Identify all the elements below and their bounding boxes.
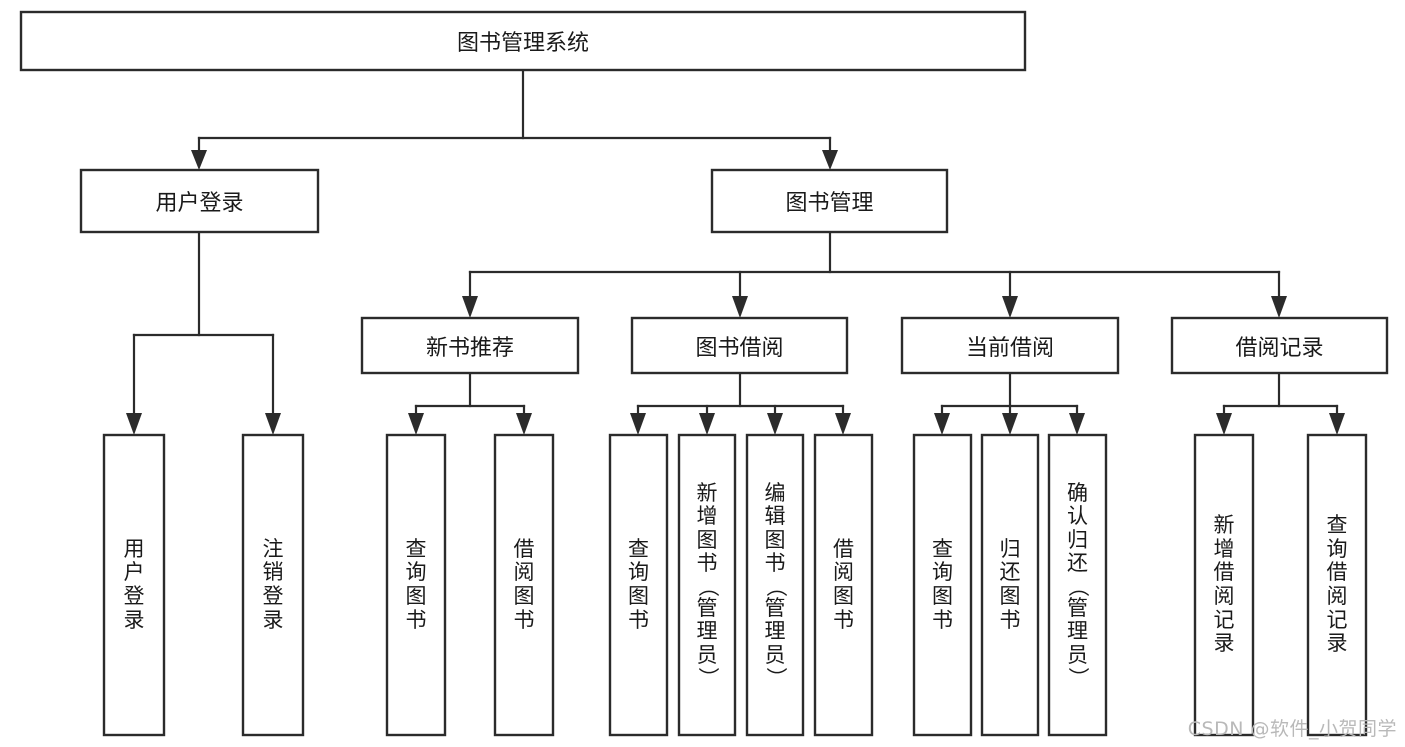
- node-box-leaf-query-book-1[interactable]: [385, 433, 447, 737]
- csdn-watermark: CSDN @软件_小贺同学: [1187, 718, 1397, 740]
- node-box-leaf-query-book-3[interactable]: [912, 433, 973, 737]
- node-box-leaf-query-book-2[interactable]: [608, 433, 669, 737]
- arrow-to-leaf-borrow-book-1: [516, 413, 532, 435]
- arrow-to-leaf-borrow-book-2: [835, 413, 851, 435]
- node-box-leaf-query-record[interactable]: [1306, 433, 1368, 737]
- node-box-new-book-recommend[interactable]: [360, 316, 580, 375]
- arrow-to-leaf-query-record: [1329, 413, 1345, 435]
- node-box-current-borrow[interactable]: [900, 316, 1120, 375]
- node-box-user-login[interactable]: [79, 168, 320, 234]
- node-box-book-manage[interactable]: [710, 168, 949, 234]
- node-box-leaf-logout-login[interactable]: [241, 433, 305, 737]
- arrow-to-leaf-query-book-2: [630, 413, 646, 435]
- arrow-to-leaf-query-book-3: [934, 413, 950, 435]
- arrow-to-leaf-edit-book: [767, 413, 783, 435]
- node-box-book-borrow[interactable]: [630, 316, 849, 375]
- arrow-to-leaf-add-record: [1216, 413, 1232, 435]
- node-box-root[interactable]: [19, 10, 1027, 72]
- node-box-leaf-borrow-book-1[interactable]: [493, 433, 555, 737]
- arrow-to-leaf-add-book: [699, 413, 715, 435]
- node-box-group: [19, 10, 1389, 737]
- arrow-to-leaf-query-book-1: [408, 413, 424, 435]
- arrow-to-leaf-user-login: [126, 413, 142, 435]
- arrow-to-borrow-record: [1271, 296, 1287, 318]
- connector-group: [126, 68, 1345, 435]
- node-box-leaf-borrow-book-2[interactable]: [813, 433, 874, 737]
- arrow-root-to-book-manage: [822, 150, 838, 170]
- node-box-leaf-return-book[interactable]: [980, 433, 1040, 737]
- arrow-to-leaf-confirm-return: [1069, 413, 1085, 435]
- node-box-leaf-edit-book[interactable]: [745, 433, 805, 737]
- node-box-leaf-user-login[interactable]: [102, 433, 166, 737]
- arrow-to-leaf-return-book: [1002, 413, 1018, 435]
- arrow-to-book-borrow: [732, 296, 748, 318]
- node-box-leaf-add-record[interactable]: [1193, 433, 1255, 737]
- node-box-leaf-add-book[interactable]: [677, 433, 737, 737]
- arrow-root-to-user-login: [191, 150, 207, 170]
- arrow-to-current-borrow: [1002, 296, 1018, 318]
- node-box-leaf-confirm-return[interactable]: [1047, 433, 1108, 737]
- node-box-borrow-record[interactable]: [1170, 316, 1389, 375]
- arrow-to-new-book-recommend: [462, 296, 478, 318]
- arrow-to-leaf-logout-login: [265, 413, 281, 435]
